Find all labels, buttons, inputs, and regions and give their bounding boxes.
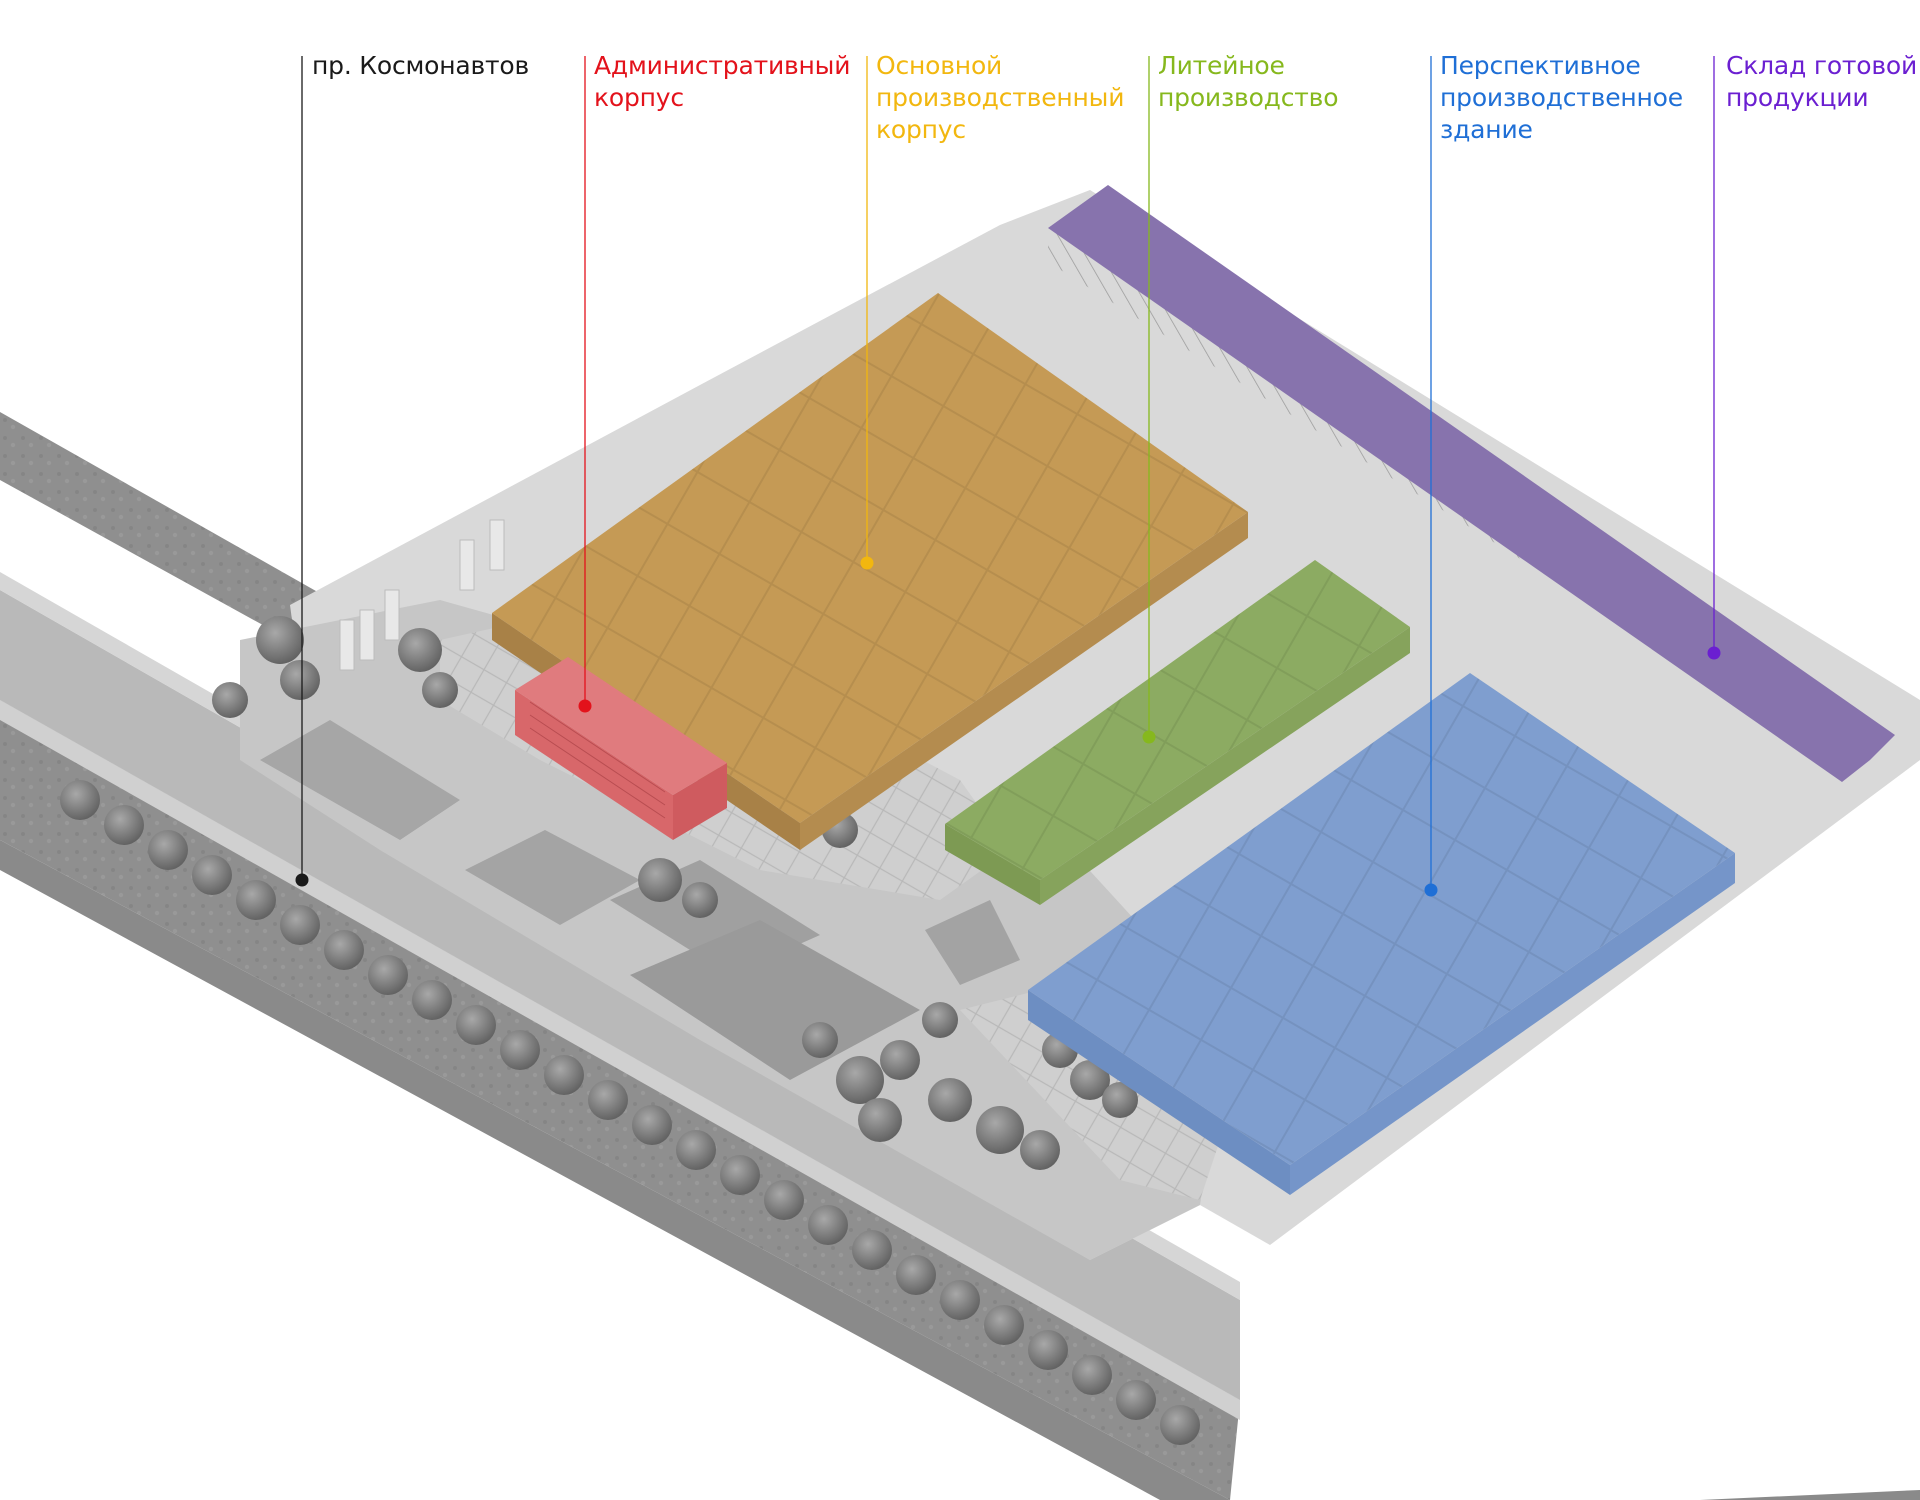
tree (852, 1230, 892, 1270)
tree (148, 830, 188, 870)
tree (632, 1105, 672, 1145)
tree (256, 616, 304, 664)
silos (339, 519, 505, 671)
prospective-side-right (1290, 853, 1735, 1195)
marker-prospective (1424, 883, 1438, 897)
tree (880, 1040, 920, 1080)
tree (928, 1078, 972, 1122)
marker-foundry (1142, 730, 1156, 744)
building-admin (515, 657, 727, 840)
label-warehouse: Склад готовой продукции (1726, 51, 1918, 112)
building-warehouse (1048, 185, 1895, 782)
leaders (295, 56, 1721, 897)
tree (976, 1106, 1024, 1154)
tree (192, 855, 232, 895)
marker-road (295, 873, 309, 887)
tree (236, 880, 276, 920)
tree (412, 980, 452, 1020)
building-foundry (945, 560, 1410, 905)
building-prospective (1028, 673, 1735, 1195)
tree (836, 1056, 884, 1104)
tree (638, 858, 682, 902)
tree (802, 1022, 838, 1058)
tree (1102, 1082, 1138, 1118)
tree (422, 672, 458, 708)
road-service (0, 700, 1240, 1420)
admin-side-right (673, 763, 727, 840)
tree (324, 930, 364, 970)
tree (1020, 1130, 1060, 1170)
trees (60, 616, 1200, 1445)
tree (1160, 1405, 1200, 1445)
label-road: пр. Космонавтов (312, 51, 530, 80)
lawn-5 (260, 720, 460, 840)
tree (280, 660, 320, 700)
label-foundry: Литейное производство (1158, 51, 1339, 112)
marker-admin (578, 699, 592, 713)
tree (896, 1255, 936, 1295)
tree (588, 1080, 628, 1120)
tree (682, 882, 718, 918)
label-main-building: Основной производственный корпус (876, 51, 1125, 144)
marker-main (860, 556, 874, 570)
lawn-4 (925, 900, 1020, 985)
tree (1116, 1380, 1156, 1420)
lawn-3 (630, 920, 920, 1080)
marker-warehouse (1707, 646, 1721, 660)
tree (212, 682, 248, 718)
tree (1070, 1060, 1110, 1100)
tree (676, 1130, 716, 1170)
foundry-side-front (945, 824, 1040, 905)
tree (922, 1002, 958, 1038)
tree (500, 1030, 540, 1070)
tree (808, 1205, 848, 1245)
tree (984, 1305, 1024, 1345)
lawn-1 (465, 830, 640, 925)
foundry-side-right (1040, 627, 1410, 905)
tree (544, 1055, 584, 1095)
admin-side-front (515, 690, 673, 840)
tree (940, 1280, 980, 1320)
tree (280, 905, 320, 945)
tree (60, 780, 100, 820)
tree (764, 1180, 804, 1220)
tree (858, 1098, 902, 1142)
tree (368, 955, 408, 995)
prospective-side-front (1028, 990, 1290, 1195)
label-admin-building: Административный корпус (594, 51, 851, 112)
admin-roof (515, 657, 727, 795)
tree (1072, 1355, 1112, 1395)
tree (456, 1005, 496, 1045)
main-side-right (800, 512, 1248, 850)
warehouse-roof (1048, 185, 1895, 782)
tree (720, 1155, 760, 1195)
tree (104, 805, 144, 845)
tree (1028, 1330, 1068, 1370)
label-prospective-building: Перспективное производственное здание (1440, 51, 1683, 144)
tree (398, 628, 442, 672)
